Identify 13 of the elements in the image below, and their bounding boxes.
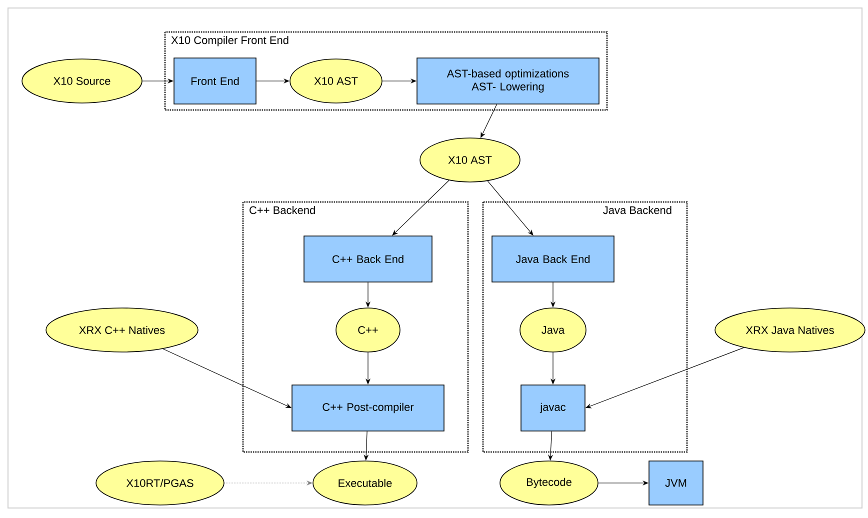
group-frame [242, 201, 469, 453]
process-box: javac [520, 384, 586, 432]
process-box: AST-based optimizations AST- Lowering [416, 58, 600, 104]
group-frame [482, 201, 688, 453]
group-frame [164, 31, 608, 111]
group-heading: X10 Compiler Front End [171, 36, 288, 46]
group-heading: Java Backend [603, 206, 672, 214]
process-box: JVM [648, 460, 704, 506]
group-heading: C++ Backend [250, 206, 315, 214]
process-box: C++ Back End [304, 236, 432, 282]
process-box: Front End [174, 58, 256, 104]
process-box: Java Back End [492, 236, 614, 282]
process-box: C++ Post-compiler [292, 384, 444, 432]
